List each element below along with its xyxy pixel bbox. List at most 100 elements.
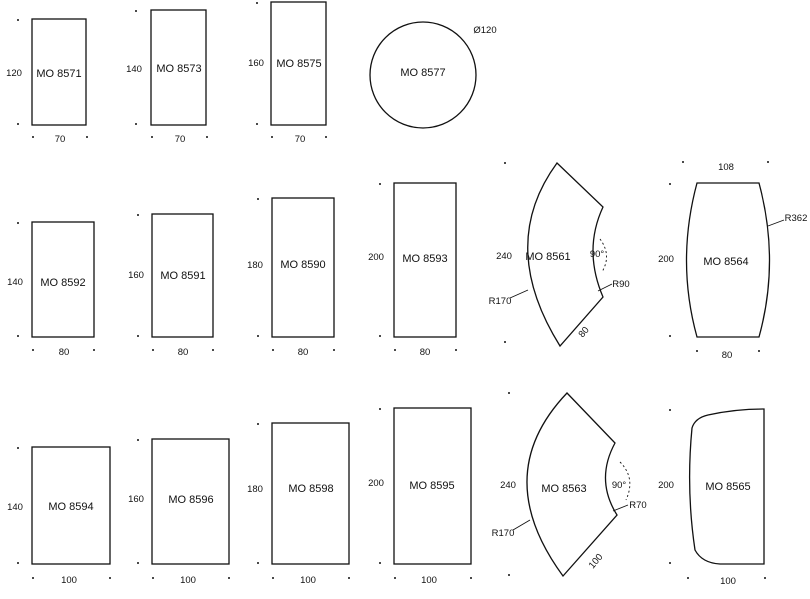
width-dimension: 70 xyxy=(175,134,186,145)
dimension-tick xyxy=(348,577,350,579)
rect-outline xyxy=(31,18,87,126)
shape-label: MO 8592 xyxy=(40,277,85,289)
shape-label: MO 8577 xyxy=(400,67,445,79)
angle-dimension: 90° xyxy=(612,480,627,491)
shape-mo-8575: MO 8575 160 70 xyxy=(248,1,327,145)
top-dimension: 108 xyxy=(718,162,734,173)
shape-label: MO 8564 xyxy=(703,256,748,268)
inner-radius-dimension: R90 xyxy=(612,279,629,290)
rect-outline xyxy=(31,221,95,338)
side-radius-leader xyxy=(767,219,785,227)
height-dimension: 140 xyxy=(7,502,23,513)
shape-label: MO 8591 xyxy=(160,270,205,282)
dimension-tick xyxy=(379,183,381,185)
shape-label: MO 8565 xyxy=(705,481,750,493)
dimension-tick xyxy=(17,335,19,337)
dimension-tick xyxy=(135,123,137,125)
rect-outline xyxy=(270,1,327,126)
rect-outline xyxy=(31,446,111,565)
dimension-tick xyxy=(206,136,208,138)
dimension-tick xyxy=(152,577,154,579)
dimension-tick xyxy=(17,123,19,125)
shape-mo-8564: MO 8564 108 80 200 R362 xyxy=(658,161,807,361)
dimension-tick xyxy=(256,123,258,125)
dimension-tick xyxy=(257,198,259,200)
dimension-tick xyxy=(17,562,19,564)
dimension-tick xyxy=(137,439,139,441)
dimension-tick xyxy=(504,162,506,164)
dimension-tick xyxy=(17,19,19,21)
dimension-tick xyxy=(394,577,396,579)
dimension-tick xyxy=(333,349,335,351)
dimension-tick xyxy=(152,349,154,351)
rect-outline xyxy=(151,213,214,338)
width-dimension: 70 xyxy=(295,134,306,145)
height-dimension: 180 xyxy=(247,260,263,271)
dimension-tick xyxy=(135,10,137,12)
dimension-tick xyxy=(32,577,34,579)
dimension-tick xyxy=(256,2,258,4)
shape-label: MO 8598 xyxy=(288,483,333,495)
dimension-tick xyxy=(379,562,381,564)
dimension-tick xyxy=(137,214,139,216)
bottom-dimension: 80 xyxy=(722,350,733,361)
height-dimension: 160 xyxy=(248,58,264,69)
outer-radius-leader xyxy=(509,289,529,299)
height-dimension: 200 xyxy=(658,480,674,491)
outer-radius-dimension: R170 xyxy=(489,296,512,307)
shape-label: MO 8575 xyxy=(276,58,321,70)
dimension-tick xyxy=(257,562,259,564)
dimension-tick xyxy=(212,349,214,351)
height-dimension: 200 xyxy=(368,252,384,263)
dimension-tick xyxy=(696,350,698,352)
width-dimension: 80 xyxy=(576,325,591,340)
angle-arc xyxy=(619,461,631,501)
dimension-tick xyxy=(272,577,274,579)
height-dimension: 140 xyxy=(126,64,142,75)
dimension-tick xyxy=(93,349,95,351)
dimension-tick xyxy=(32,349,34,351)
dimension-tick xyxy=(379,408,381,410)
rect-outline xyxy=(150,9,207,126)
dimension-tick xyxy=(271,136,273,138)
shape-label: MO 8593 xyxy=(402,253,447,265)
dimension-tick xyxy=(379,335,381,337)
circle-outline xyxy=(369,21,477,129)
width-dimension: 80 xyxy=(178,347,189,358)
shape-mo-8577: MO 8577 Ø120 xyxy=(369,21,497,129)
width-dimension: 80 xyxy=(59,347,70,358)
outer-radius-leader xyxy=(512,519,531,531)
shape-mo-8592: MO 8592 140 80 xyxy=(7,221,95,358)
rect-outline xyxy=(393,407,472,565)
inner-radius-leader xyxy=(612,504,629,512)
rect-outline xyxy=(151,438,230,565)
height-dimension: 140 xyxy=(7,277,23,288)
height-dimension: 200 xyxy=(368,478,384,489)
width-dimension: 100 xyxy=(720,576,736,587)
shape-label: MO 8596 xyxy=(168,494,213,506)
dimension-tick xyxy=(508,392,510,394)
dimension-tick xyxy=(687,577,689,579)
shape-mo-8561: MO 8561 240 R170 R90 90° 80 xyxy=(489,162,630,348)
width-dimension: 100 xyxy=(300,575,316,586)
angle-arc xyxy=(599,238,607,273)
shape-mo-8571: MO 8571 120 70 xyxy=(6,18,88,145)
shape-mo-8565: MO 8565 200 100 xyxy=(658,408,766,587)
height-dimension: 200 xyxy=(658,254,674,265)
width-dimension: 100 xyxy=(587,552,606,571)
shape-mo-8573: MO 8573 140 70 xyxy=(126,9,208,145)
width-dimension: 100 xyxy=(61,575,77,586)
shape-mo-8563: MO 8563 240 R170 R70 90° 100 xyxy=(492,392,647,578)
dimension-tick xyxy=(764,577,766,579)
rect-outline xyxy=(271,422,350,565)
arc-outline xyxy=(526,392,618,578)
width-dimension: 100 xyxy=(180,575,196,586)
side-radius-dimension: R362 xyxy=(785,213,808,224)
height-dimension: 160 xyxy=(128,494,144,505)
length-dimension: 240 xyxy=(500,480,516,491)
dimension-tick xyxy=(394,349,396,351)
dimension-tick xyxy=(455,349,457,351)
rect-outline xyxy=(271,197,335,338)
outer-radius-dimension: R170 xyxy=(492,528,515,539)
shape-mo-8596: MO 8596 160 100 xyxy=(128,438,230,586)
